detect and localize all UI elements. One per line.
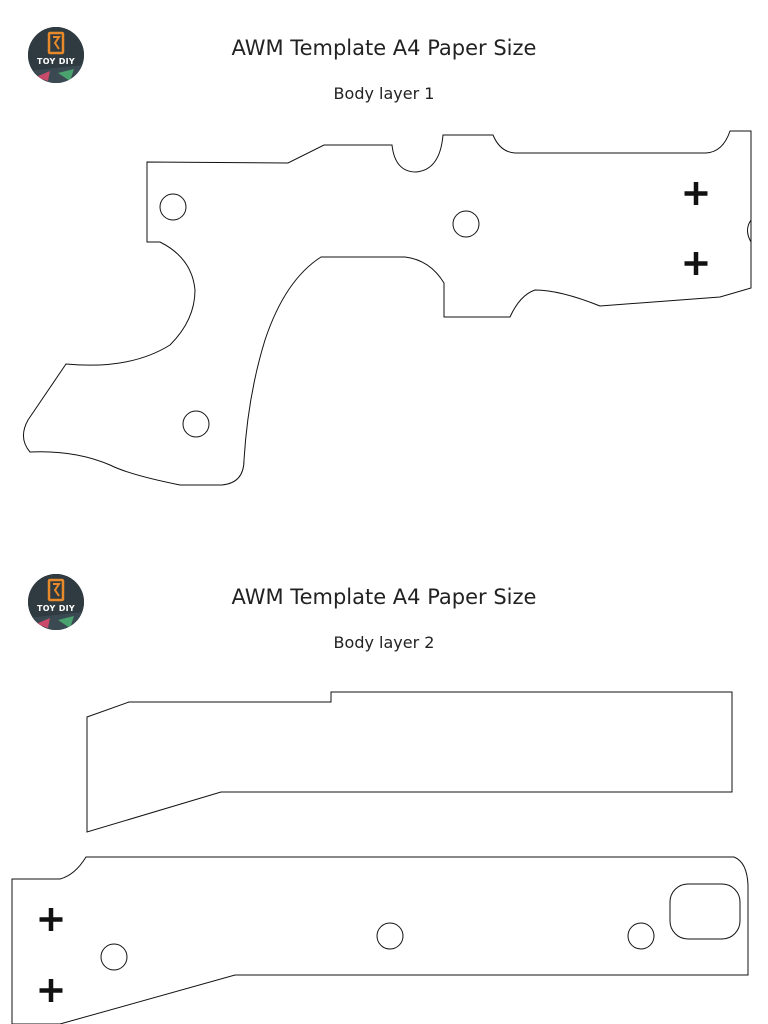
template-page-1: TOY DIY AWM Template A4 Paper Size Body …: [23, 27, 752, 486]
body-layer-2-upper-shape: [86, 691, 733, 833]
hole-3: [182, 410, 210, 438]
body-layer-2-outline: [11, 691, 749, 1024]
slot-cutout: [669, 883, 741, 940]
hole-2: [452, 210, 480, 238]
hole-1: [159, 193, 187, 221]
plus-icon: [39, 908, 63, 931]
page-subtitle: Body layer 1: [333, 84, 435, 103]
hole-2: [376, 922, 404, 950]
body-layer-1-outline: [23, 130, 752, 486]
hole-3: [627, 922, 655, 950]
plus-icon: [684, 252, 708, 275]
logo-text: TOY DIY: [36, 604, 76, 613]
logo-icon: [28, 27, 84, 83]
plus-icon: [684, 182, 708, 205]
logo-icon: [28, 574, 84, 630]
body-layer-2-lower-shape: [11, 856, 749, 1024]
template-page-2: TOY DIY AWM Template A4 Paper Size Body …: [0, 548, 768, 1024]
toy-diy-logo: TOY DIY: [28, 574, 84, 630]
page-title: AWM Template A4 Paper Size: [231, 585, 537, 609]
toy-diy-logo: TOY DIY: [28, 27, 84, 83]
page-subtitle: Body layer 2: [333, 633, 435, 652]
page-title: AWM Template A4 Paper Size: [231, 36, 537, 60]
logo-text: TOY DIY: [36, 57, 76, 66]
body-layer-1-shape: [23, 130, 752, 486]
hole-1: [100, 943, 128, 971]
plus-icon: [39, 979, 63, 1002]
body-notch: [747, 219, 752, 243]
